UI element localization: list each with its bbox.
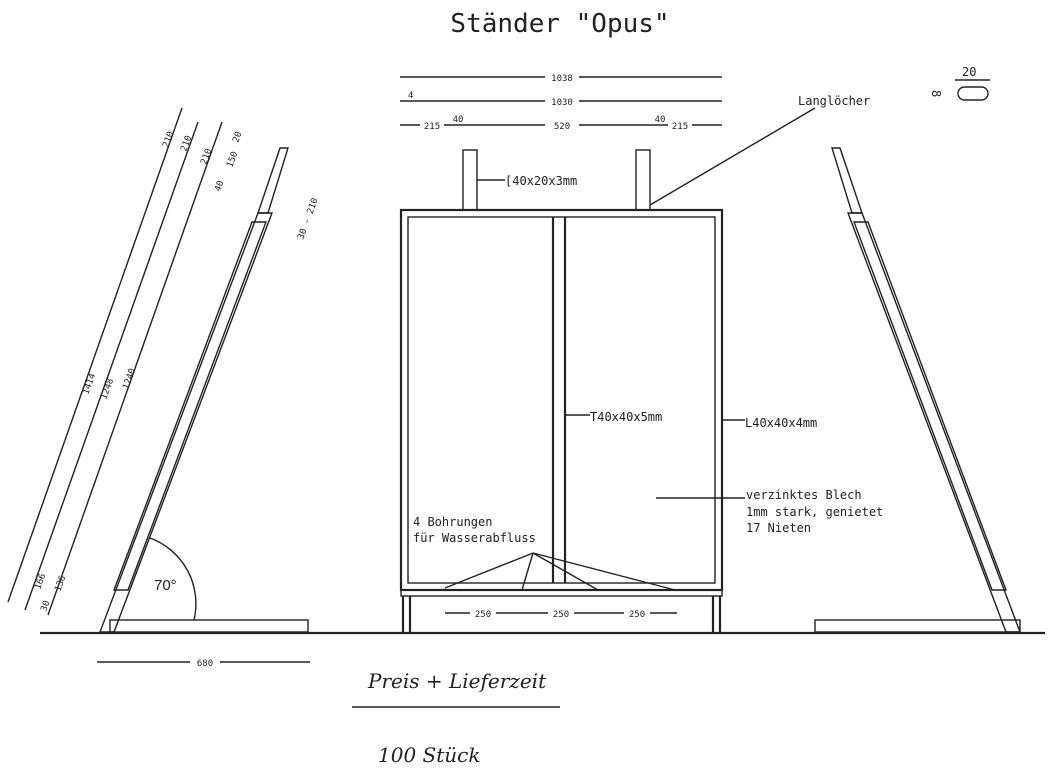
dim-250-b: 250 xyxy=(553,610,569,620)
dim-210-c: 210 xyxy=(199,147,214,166)
drain-note-2: für Wasserabfluss xyxy=(413,531,536,545)
slot-label: Langlöcher xyxy=(798,94,870,108)
drain-note-1: 4 Bohrungen xyxy=(413,515,492,529)
dim-210-a: 210 xyxy=(161,130,176,149)
angle-label: L40x40x4mm xyxy=(745,416,817,430)
dim-250-a: 250 xyxy=(475,610,491,620)
front-frame xyxy=(399,208,724,633)
dim-1414: 1414 xyxy=(81,372,98,396)
dim-seg-d: 40 xyxy=(655,115,666,125)
drawing-title: Ständer "Opus" xyxy=(450,9,669,39)
bottom-dimensions: 250 250 250 xyxy=(445,606,677,620)
dim-seg-a: 215 xyxy=(424,122,440,132)
dim-166: 166 xyxy=(33,572,48,591)
dim-250-c: 250 xyxy=(629,610,645,620)
dim-30-210: 30 - 210 xyxy=(296,197,320,241)
angle-70: 70° xyxy=(154,577,177,594)
dim-seg-c: 520 xyxy=(554,122,570,132)
dim-seg-b: 40 xyxy=(453,115,464,125)
dim-150: 150 xyxy=(225,150,240,169)
handwritten-price: Preis + Lieferzeit xyxy=(367,669,547,693)
mounting-post-right xyxy=(635,149,651,211)
tee-label: T40x40x5mm xyxy=(590,410,662,424)
dim-680: 680 xyxy=(197,659,213,669)
slot-shape xyxy=(957,86,989,101)
dim-40: 40 xyxy=(213,179,226,193)
side-view-right xyxy=(814,147,1022,633)
dim-30: 30 xyxy=(39,599,52,613)
channel-label: [40x20x3mm xyxy=(505,174,577,188)
dim-210-b: 210 xyxy=(179,134,194,153)
mounting-post-left xyxy=(462,149,478,211)
dim-edge: 4 xyxy=(408,91,413,101)
side-view-left xyxy=(7,107,309,633)
top-dimensions: 1038 1030 215 40 520 40 215 4 xyxy=(400,70,722,132)
dim-seg-e: 215 xyxy=(672,122,688,132)
sheet-note-2: 1mm stark, genietet xyxy=(746,505,883,519)
dim-overall: 1038 xyxy=(551,74,573,84)
dim-1248: 1248 xyxy=(99,377,116,401)
sheet-note-1: verzinktes Blech xyxy=(746,488,862,502)
dim-1240: 1240 xyxy=(121,367,138,391)
side-dim-labels: 1414 1248 1240 210 210 210 20 150 40 166… xyxy=(33,130,320,613)
sheet-note-3: 17 Nieten xyxy=(746,521,811,535)
drain-leaders xyxy=(444,552,676,591)
dim-20: 20 xyxy=(231,130,244,144)
handwritten-quantity: 100 Stück xyxy=(378,743,480,767)
slot-width: 20 xyxy=(962,65,976,79)
dim-inner: 1030 xyxy=(551,98,573,108)
dim-136: 136 xyxy=(53,574,68,593)
slot-height: 8 xyxy=(929,90,943,97)
